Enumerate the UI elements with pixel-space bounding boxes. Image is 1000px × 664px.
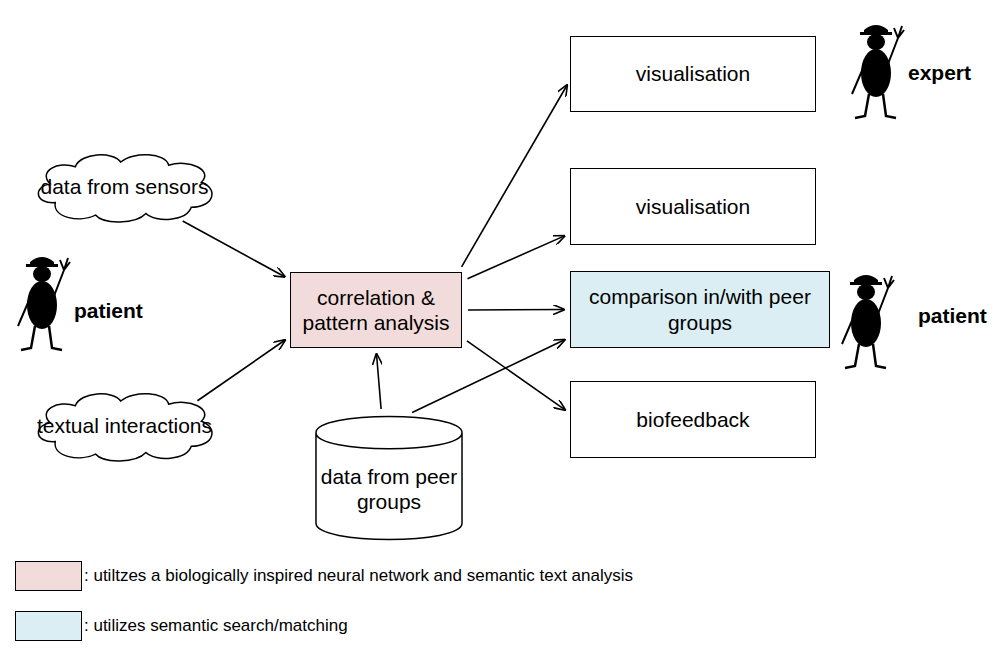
legend-swatch	[15, 611, 82, 641]
node-text: textual interactions	[37, 413, 212, 438]
flow-arrow	[183, 221, 285, 277]
role-label: expert	[908, 61, 971, 85]
flow-arrow	[467, 236, 564, 279]
flow-arrow	[376, 354, 381, 409]
expert-figure	[852, 25, 904, 118]
patient-figure	[18, 257, 70, 350]
database-cylinder: data from peer groups	[315, 415, 463, 541]
node-text: data from peer groups	[315, 464, 463, 514]
flow-arrow	[468, 309, 564, 311]
legend-text: : utilizes semantic search/matching	[84, 616, 348, 636]
output-box: visualisation	[570, 168, 816, 245]
process-box: correlation & pattern analysis	[290, 272, 462, 348]
flow-arrow	[412, 340, 564, 413]
node-text: visualisation	[636, 194, 750, 219]
input-cloud: data from sensors	[30, 148, 219, 226]
node-text: correlation & pattern analysis	[291, 285, 461, 335]
flow-arrow	[467, 341, 565, 410]
output-box: biofeedback	[570, 381, 816, 458]
node-text: visualisation	[636, 61, 750, 86]
legend-text: : utiltzes a biologically inspired neura…	[84, 566, 633, 586]
legend-swatch	[15, 561, 82, 591]
input-cloud: textual interactions	[30, 387, 219, 465]
node-text: data from sensors	[40, 174, 208, 199]
patient-figure	[842, 275, 894, 368]
output-box: comparison in/with peer groups	[570, 271, 830, 348]
node-text: biofeedback	[636, 407, 749, 432]
flow-arrow	[462, 85, 567, 267]
output-box: visualisation	[570, 36, 816, 112]
node-text: comparison in/with peer groups	[571, 284, 829, 334]
flow-arrow	[197, 340, 285, 401]
role-label: patient	[74, 299, 143, 323]
role-label: patient	[918, 304, 987, 328]
